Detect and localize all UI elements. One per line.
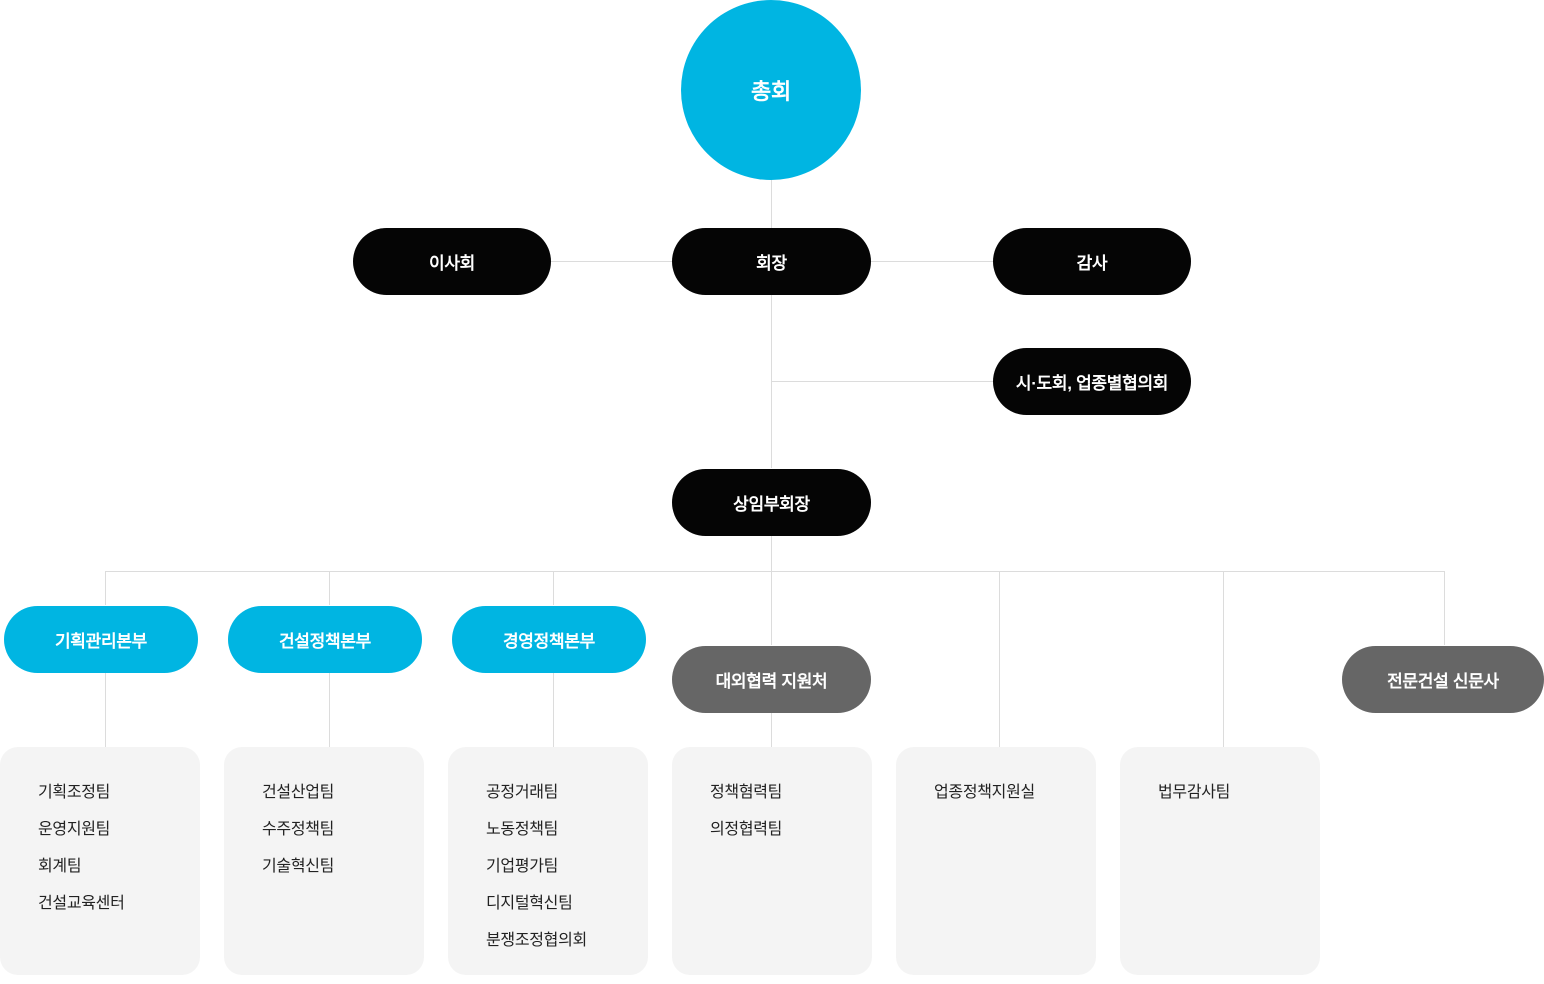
list-item: 운영지원팀: [38, 821, 111, 838]
node-division-external-cooperation[interactable]: 대외협력 지원처: [672, 646, 871, 713]
list-item: 건설교육센터: [38, 895, 125, 912]
node-chairman[interactable]: 회장: [672, 228, 871, 295]
list-item: 법무감사팀: [1158, 784, 1231, 801]
panel-construction-policy-teams: 건설산업팀 수주정책팀 기술혁신팀: [224, 747, 424, 975]
connector-drop-col-3: [553, 571, 554, 605]
node-board-of-directors[interactable]: 이사회: [353, 228, 551, 295]
node-auditor[interactable]: 감사: [993, 228, 1191, 295]
connector-division-3-to-panel: [553, 673, 554, 747]
connector-drop-col-1: [105, 571, 106, 605]
connector-chairman-trunk: [771, 293, 772, 468]
connector-drop-col-6: [1223, 571, 1224, 747]
list-item: 수주정책팀: [262, 821, 335, 838]
list-item: 기술혁신팀: [262, 858, 335, 875]
panel-external-cooperation-teams: 정책혐력팀 의정협력팀: [672, 747, 872, 975]
connector-drop-col-7: [1444, 571, 1445, 645]
list-item: 공정거래팀: [486, 784, 559, 801]
panel-industry-policy-support-office: 업종정책지원실: [896, 747, 1096, 975]
node-division-construction-policy[interactable]: 건설정책본부: [228, 606, 422, 673]
node-general-assembly[interactable]: 총회: [681, 0, 861, 180]
connector-drop-col-2: [329, 571, 330, 605]
connector-division-4-to-panel: [771, 713, 772, 747]
list-item: 기업평가팀: [486, 858, 559, 875]
node-standing-vice-chairman[interactable]: 상임부회장: [672, 469, 871, 536]
panel-management-policy-teams: 공정거래팀 노동정책팀 기업평가팀 디지털혁신팀 분쟁조정협의회: [448, 747, 648, 975]
connector-board-to-chairman: [551, 261, 672, 262]
list-item: 분쟁조정협의회: [486, 932, 587, 949]
panel-planning-management-teams: 기획조정팀 운영지원팀 회계팀 건설교육센터: [0, 747, 200, 975]
connector-division-1-to-panel: [105, 673, 106, 747]
connector-drop-col-4: [771, 571, 772, 645]
connector-chairman-to-auditor: [871, 261, 993, 262]
node-division-planning-management[interactable]: 기획관리본부: [4, 606, 198, 673]
list-item: 의정협력팀: [710, 821, 783, 838]
list-item: 디지털혁신팀: [486, 895, 573, 912]
node-regional-and-industry-council[interactable]: 시·도회, 업종별협의회: [993, 348, 1191, 415]
list-item: 노동정책팀: [486, 821, 559, 838]
connector-assembly-to-chairman: [771, 178, 772, 230]
connector-drop-col-5: [999, 571, 1000, 747]
panel-legal-audit-team: 법무감사팀: [1120, 747, 1320, 975]
list-item: 업종정책지원실: [934, 784, 1035, 801]
list-item: 회계팀: [38, 858, 82, 875]
connector-vice-chairman-to-bus: [771, 535, 772, 571]
connector-chairman-to-regional-council: [771, 381, 993, 382]
node-division-management-policy[interactable]: 경영정책본부: [452, 606, 646, 673]
list-item: 건설산업팀: [262, 784, 335, 801]
node-division-specialty-construction-press[interactable]: 전문건설 신문사: [1342, 646, 1544, 713]
list-item: 정책혐력팀: [710, 784, 783, 801]
connector-division-bus: [105, 571, 1445, 572]
list-item: 기획조정팀: [38, 784, 111, 801]
connector-division-2-to-panel: [329, 673, 330, 747]
